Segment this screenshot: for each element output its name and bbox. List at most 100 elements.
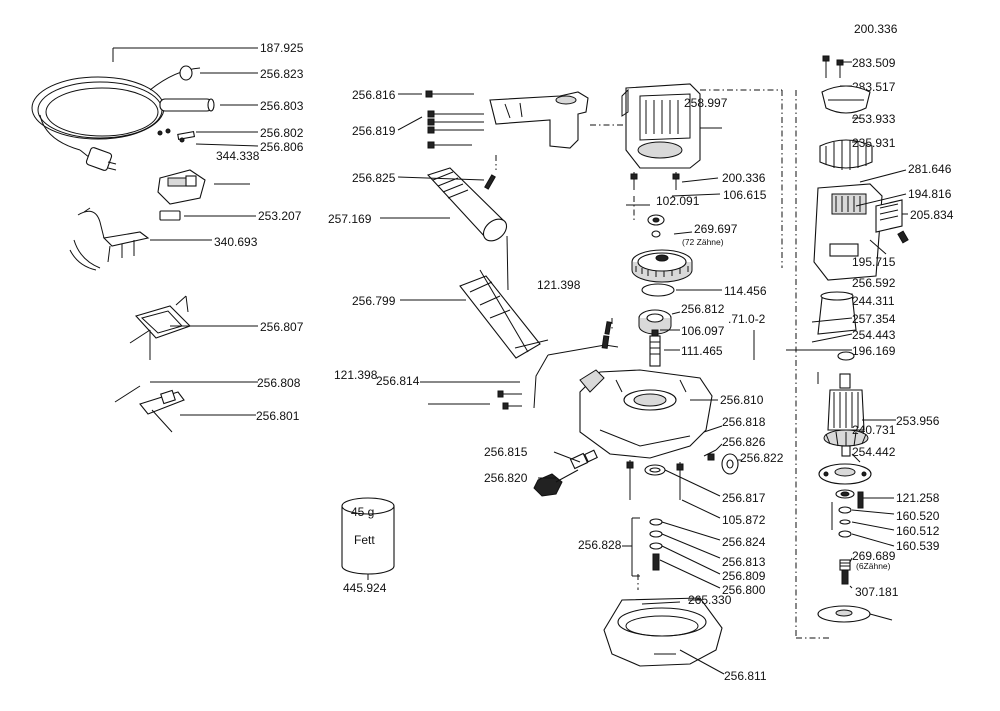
leader-200336-mid — [681, 177, 719, 183]
part-label-195715: 195.715 — [852, 255, 896, 269]
part-label-344338: 344.338 — [216, 149, 260, 163]
part-label-710-2: .71.0-2 — [728, 312, 766, 326]
fan-disc-part — [817, 605, 871, 623]
dust-skirt-part — [603, 597, 723, 667]
part-label-256812: 256.812 — [681, 302, 725, 316]
part-label-256800: 256.800 — [722, 583, 766, 597]
part-label-256822: 256.822 — [740, 451, 784, 465]
part-label-265330: 265.330 — [688, 593, 732, 607]
o-ring-part — [179, 65, 193, 81]
armature-part — [823, 373, 869, 457]
part-label-254443: 254.443 — [852, 328, 896, 342]
part-label-106615: 106.615 — [723, 188, 767, 202]
leader-160539 — [851, 533, 895, 547]
part-label-160520: 160.520 — [896, 509, 940, 523]
leader-160512 — [851, 521, 895, 531]
part-label-256824: 256.824 — [722, 535, 766, 549]
plate-screw-part — [897, 230, 909, 244]
motor-housing-part — [813, 183, 883, 281]
base-screws — [626, 460, 684, 500]
part-label-256817: 256.817 — [722, 491, 766, 505]
part-label-254442: 254.442 — [852, 445, 896, 459]
side-screw-part — [703, 449, 717, 461]
bumper-roller-part — [721, 453, 739, 475]
arm-screws — [497, 390, 522, 410]
part-label-256820: 256.820 — [484, 471, 528, 485]
power-cord-drawing — [31, 67, 201, 171]
dust-tube-part — [459, 269, 549, 359]
top-screws — [822, 55, 844, 78]
part-label-253933: 253.933 — [852, 112, 896, 126]
brush-cap-part — [821, 85, 871, 114]
leader-194816 — [855, 193, 907, 207]
leader-254443 — [811, 333, 853, 343]
circlip-part — [641, 283, 675, 297]
leader-256824 — [661, 521, 721, 541]
lower-bearing-stack — [835, 489, 855, 538]
small-bearing-part — [647, 214, 665, 238]
part-label-253956: 253.956 — [896, 414, 940, 428]
leader-256819 — [397, 116, 423, 131]
ball-bearing-part — [638, 309, 672, 335]
part-label-283509: 283.509 — [852, 56, 896, 70]
pinion-part — [839, 559, 851, 585]
part-label-196169: 196.169 — [852, 344, 896, 358]
leader-256813 — [661, 533, 721, 559]
part-label-256802: 256.802 — [260, 126, 304, 140]
gear-72-teeth-part — [631, 249, 693, 283]
leader-269697 — [673, 231, 693, 235]
leader-257354 — [811, 317, 853, 323]
part-label-269697: 269.697 — [694, 222, 738, 236]
part-label-256811: 256.811 — [724, 669, 767, 683]
leader-307181 — [849, 585, 853, 589]
leader-256825 — [397, 176, 485, 181]
grease-amount: 45 g — [351, 505, 374, 519]
part-label-256816: 256.816 — [352, 88, 396, 102]
part-label-121258: 121.258 — [896, 491, 940, 505]
hose-screw-part — [484, 174, 496, 190]
hose-guide-line — [506, 235, 509, 291]
leader-269689 — [849, 557, 853, 563]
part-label-200336-top: 200.336 — [854, 22, 898, 36]
capacitor-part — [159, 210, 181, 221]
leader-160520 — [851, 509, 895, 515]
part-label-160539: 160.539 — [896, 539, 940, 553]
gear-housing-part — [621, 83, 701, 169]
part-label-281646: 281.646 — [908, 162, 952, 176]
spanner-key-part — [139, 389, 185, 433]
part-label-256803: 256.803 — [260, 99, 304, 113]
part-label-256819: 256.819 — [352, 124, 396, 138]
part-label-257169: 257.169 — [328, 212, 372, 226]
part-label-253207: 253.207 — [258, 209, 302, 223]
side-handle-part — [489, 91, 589, 149]
part-label-105872: 105.872 — [722, 513, 766, 527]
label-plate-part — [875, 199, 903, 233]
part-label-121398-a: 121.398 — [537, 278, 581, 292]
leader-256806 — [195, 143, 259, 147]
seal-ring-inner — [649, 467, 661, 473]
base-housing-part — [579, 369, 713, 459]
flange-screw — [857, 491, 870, 509]
part-label-257354: 257.354 — [852, 312, 896, 326]
part-note-6-zaehne: (6Zähne) — [856, 561, 891, 571]
part-label-121398-b: 121.398 — [334, 368, 378, 382]
part-label-235931: 235.931 — [852, 136, 896, 150]
pin-screw-part — [604, 321, 612, 335]
extraction-arm-part — [533, 335, 619, 409]
washer-stack-part — [649, 518, 663, 571]
part-label-256825: 256.825 — [352, 171, 396, 185]
part-label-256808: 256.808 — [257, 376, 301, 390]
part-label-256806: 256.806 — [260, 140, 304, 154]
leader-195715 — [869, 239, 887, 255]
housing-screws — [630, 172, 680, 190]
part-label-111465: 111.465 — [681, 344, 723, 358]
adjusting-frame-part — [129, 295, 192, 360]
leader-105872 — [681, 499, 721, 519]
part-label-106097: 106.097 — [681, 324, 725, 338]
leader-256818 — [703, 425, 723, 433]
part-label-256810: 256.810 — [720, 393, 764, 407]
switch-part — [157, 169, 206, 205]
spindle-part — [649, 329, 661, 367]
part-label-256799: 256.799 — [352, 294, 396, 308]
